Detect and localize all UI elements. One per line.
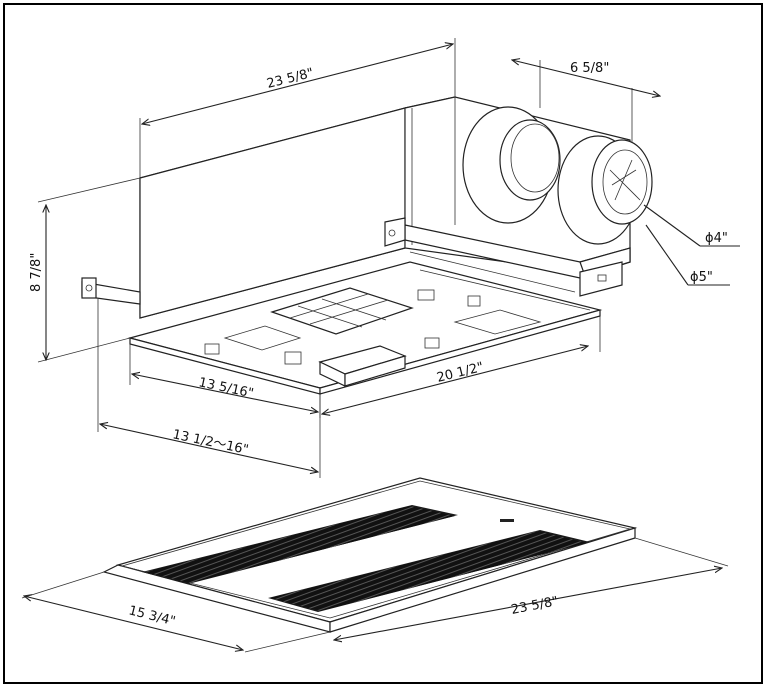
dim-grille-length: 23 5/8" bbox=[510, 594, 560, 618]
dim-joist-span: 13 1/2～16" bbox=[171, 427, 250, 458]
duct-collar-small bbox=[557, 135, 653, 245]
dim-top-length: 23 5/8" bbox=[265, 66, 315, 92]
dim-flange-length: 20 1/2" bbox=[435, 360, 485, 386]
dim-duct-spacing: 6 5/8" bbox=[570, 61, 609, 76]
hanger-bracket-left bbox=[81, 277, 141, 305]
dim-height: 8 7/8" bbox=[29, 253, 44, 292]
dim-duct-large: ϕ5" bbox=[690, 270, 713, 285]
diagram-border bbox=[3, 3, 763, 684]
dim-width-depth: 13 5/16" bbox=[197, 375, 255, 401]
dim-grille-width: 15 3/4" bbox=[127, 603, 177, 629]
dimension-lines bbox=[21, 38, 740, 653]
fan-housing bbox=[81, 96, 653, 395]
duct-collar-large bbox=[462, 106, 561, 224]
dim-duct-small: ϕ4" bbox=[705, 231, 728, 246]
brand-mark bbox=[500, 519, 514, 522]
